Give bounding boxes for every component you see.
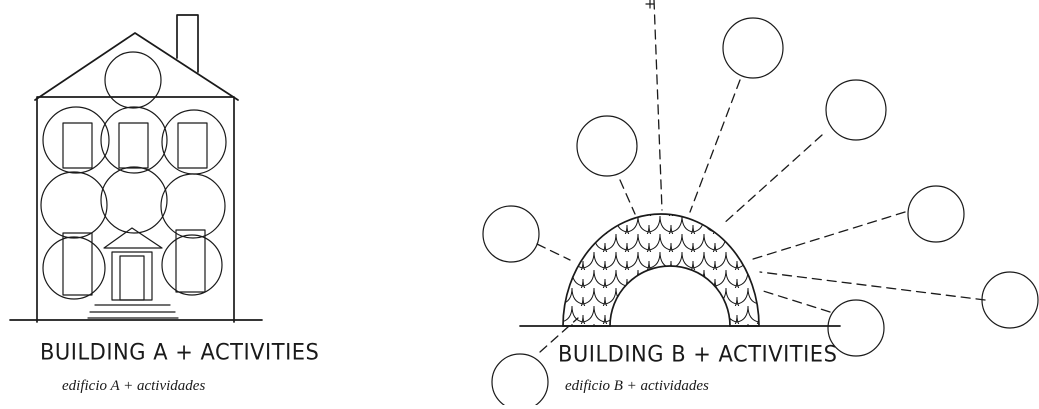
- building-a-label: BUILDING A + ACTIVITIES: [40, 339, 319, 364]
- activity-circles-a: [41, 52, 226, 299]
- house-roof: [35, 33, 238, 100]
- building-b-caption: edificio B + actividades: [565, 378, 709, 395]
- building-b-label: BUILDING B + ACTIVITIES: [558, 341, 837, 366]
- building-a-sketch: [10, 15, 262, 322]
- chimney: [177, 15, 198, 72]
- house-windows: [63, 123, 207, 295]
- building-a-caption: edificio A + actividades: [62, 378, 205, 395]
- dome-building: [563, 214, 759, 326]
- front-entry: [88, 228, 178, 318]
